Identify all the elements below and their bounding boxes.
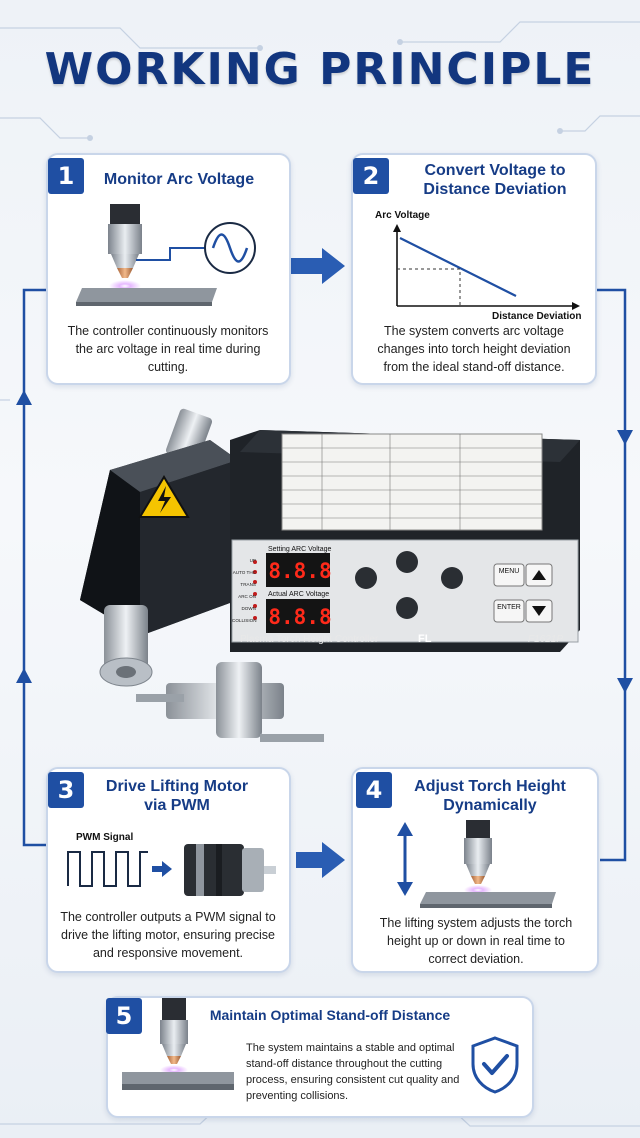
controller-model: F1621P xyxy=(528,634,564,645)
step-1-torch-illustration xyxy=(76,204,256,306)
indicator-collision: COLLISION xyxy=(232,618,257,623)
step-3-description: The controller outputs a PWM signal to d… xyxy=(60,910,276,960)
step-1-number: 1 xyxy=(48,158,84,194)
step-4-description: The lifting system adjusts the torch hei… xyxy=(379,916,573,966)
step-3-number: 3 xyxy=(48,772,84,808)
indicator-down: DOWN xyxy=(241,606,256,611)
step-5-description: The system maintains a stable and optima… xyxy=(246,1042,460,1102)
step-4-number: 4 xyxy=(356,772,392,808)
step-2-title: Convert Voltage to Distance Deviation xyxy=(423,162,567,198)
step-2-number: 2 xyxy=(353,158,389,194)
setting-voltage-display: 8.8.8 xyxy=(268,559,332,583)
controller-panel-title: Plasma Torch Height Controller xyxy=(240,634,379,645)
step-5-number: 5 xyxy=(106,998,142,1034)
step-4-torch-illustration xyxy=(397,820,556,908)
setting-voltage-label: Setting ARC Voltage xyxy=(268,546,332,553)
graph-x-label: Distance Deviation xyxy=(492,311,582,322)
sine-wave-icon xyxy=(204,222,256,274)
indicator-list: UP AUTO THC TRANS ARC ON DOWN COLLISION xyxy=(232,555,257,627)
step-1-description: The controller continuously monitors the… xyxy=(67,324,269,374)
page-title: WORKING PRINCIPLE xyxy=(44,44,596,95)
pwm-signal-label: PWM Signal xyxy=(76,832,134,843)
up-down-arrow-icon xyxy=(397,822,413,896)
indicator-up: UP xyxy=(249,558,256,563)
actual-voltage-label: Actual ARC Voltage xyxy=(268,591,330,598)
step-1-title: Monitor Arc Voltage xyxy=(103,171,255,188)
step-2-card xyxy=(351,153,597,385)
step-5-torch-illustration xyxy=(122,998,234,1090)
step-3-title: Drive Lifting Motor via PWM xyxy=(105,778,249,814)
actual-voltage-display: 8.8.8 xyxy=(268,605,332,629)
voltage-distance-graph xyxy=(393,224,580,310)
indicator-trans: TRANS xyxy=(240,582,256,587)
controller-brand: FL xyxy=(418,633,432,645)
step-2-description: The system converts arc voltage changes … xyxy=(377,324,571,374)
pwm-motor-illustration xyxy=(67,844,276,896)
torch-lifter-illustration xyxy=(80,408,580,742)
indicator-arc-on: ARC ON xyxy=(238,594,256,599)
step-5-title: Maintain Optimal Stand-off Distance xyxy=(209,1007,451,1023)
indicator-auto-thc: AUTO THC xyxy=(232,570,256,575)
graph-y-label: Arc Voltage xyxy=(375,210,430,221)
menu-button[interactable]: MENU xyxy=(498,568,520,575)
step-4-title: Adjust Torch Height Dynamically xyxy=(414,778,566,814)
shield-check-icon xyxy=(471,1036,519,1094)
step-1-card xyxy=(46,153,291,385)
enter-button[interactable]: ENTER xyxy=(497,604,521,611)
